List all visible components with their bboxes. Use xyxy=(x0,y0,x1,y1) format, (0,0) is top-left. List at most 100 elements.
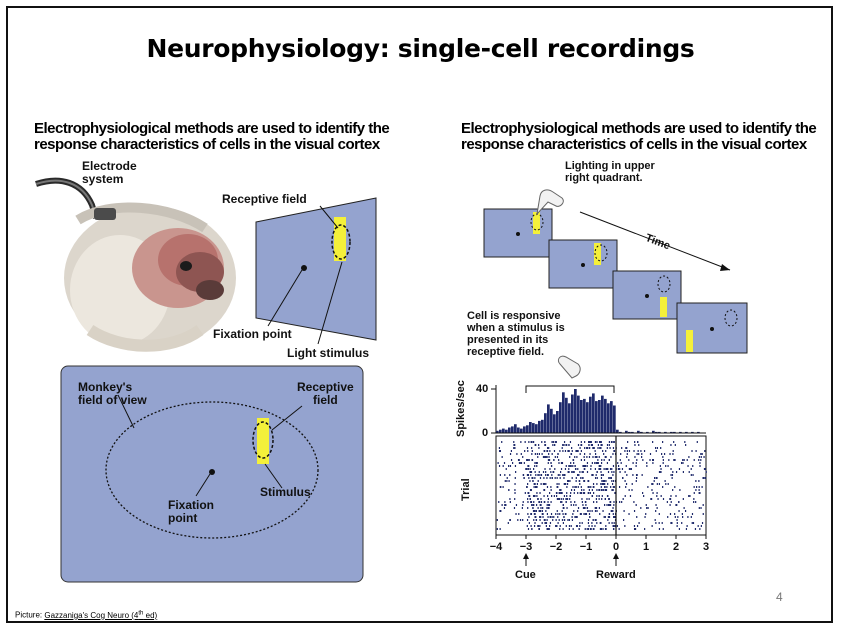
raster-spike xyxy=(607,504,610,506)
raster-spike xyxy=(538,528,540,530)
raster-spike xyxy=(670,522,672,524)
raster-spike xyxy=(533,510,535,512)
raster-spike xyxy=(612,510,614,512)
raster-spike xyxy=(594,519,596,521)
raster-spike xyxy=(527,468,529,470)
raster-spike xyxy=(496,528,498,530)
raster-spike xyxy=(588,489,590,491)
raster-spike xyxy=(504,501,506,503)
raster-spike xyxy=(509,453,512,455)
raster-spike xyxy=(606,444,609,446)
raster-spike xyxy=(683,507,685,509)
raster-spike xyxy=(582,492,584,494)
raster-spike xyxy=(651,498,653,500)
raster-spike xyxy=(619,468,621,470)
histogram-bars xyxy=(496,389,700,433)
raster-spike xyxy=(541,441,543,443)
raster-spike xyxy=(506,480,508,482)
raster-spike xyxy=(625,465,627,467)
raster-spike xyxy=(617,465,620,467)
cue-label: Cue xyxy=(515,569,536,581)
raster-spike xyxy=(616,525,618,527)
histogram-bar xyxy=(637,430,640,433)
raster-spike xyxy=(607,483,609,485)
raster-spike xyxy=(588,444,590,446)
raster-spike xyxy=(529,489,532,491)
raster-spike xyxy=(671,477,673,479)
raster-spike xyxy=(656,507,658,509)
right-figure-heading: Electrophysiological methods are used to… xyxy=(461,121,817,153)
raster-spike xyxy=(676,522,678,524)
raster-spike xyxy=(529,468,531,470)
responsive-line2: when a stimulus is xyxy=(467,322,565,334)
raster-spike xyxy=(627,441,629,443)
histogram-bar xyxy=(631,431,634,433)
raster-spike xyxy=(559,477,561,479)
raster-spike xyxy=(699,492,701,494)
raster-spike xyxy=(585,513,588,515)
big-receptive-field-circle xyxy=(252,421,274,459)
caption-link-sup: th xyxy=(138,610,144,616)
raster-spike xyxy=(573,510,575,512)
raster-spike xyxy=(635,462,637,464)
raster-spike xyxy=(602,474,604,476)
raster-spike xyxy=(645,513,647,515)
raster-spike xyxy=(619,471,621,473)
histogram-bar xyxy=(565,397,568,433)
raster-spike xyxy=(670,501,672,503)
big-fixation-line1: Fixation xyxy=(168,498,215,512)
raster-spike xyxy=(697,525,699,527)
raster-spike xyxy=(510,459,513,461)
raster-spike xyxy=(531,528,533,530)
raster-spike xyxy=(628,450,631,452)
receptive-field-pointer xyxy=(319,205,339,229)
raster-spike xyxy=(610,477,612,479)
raster-spike xyxy=(538,444,540,446)
raster-spike xyxy=(599,468,602,470)
raster-spike xyxy=(704,477,707,479)
raster-spike xyxy=(544,444,547,446)
raster-spike xyxy=(496,519,498,521)
raster-spike xyxy=(676,519,678,521)
raster-spike xyxy=(544,522,546,524)
raster-spike xyxy=(671,522,673,524)
raster-spike xyxy=(527,501,529,503)
raster-spike xyxy=(625,447,627,449)
raster-spike xyxy=(534,495,536,497)
raster-spike xyxy=(594,477,597,479)
raster-spike xyxy=(582,477,584,479)
raster-spike xyxy=(688,456,690,458)
raster-spike xyxy=(535,510,537,512)
raster-spike xyxy=(660,447,662,449)
raster-spike xyxy=(587,528,590,530)
raster-spike xyxy=(635,474,638,476)
raster-spike xyxy=(633,501,635,503)
raster-spike xyxy=(541,510,543,512)
raster-spike xyxy=(542,483,545,485)
raster-spike xyxy=(558,459,560,461)
raster-spike xyxy=(605,450,607,452)
raster-spike xyxy=(509,474,511,476)
raster-spike xyxy=(592,519,594,521)
raster-spike xyxy=(539,477,542,479)
raster-spike xyxy=(578,474,580,476)
raster-spike xyxy=(613,486,615,488)
raster-spike xyxy=(577,450,579,452)
raster-spike xyxy=(608,477,610,479)
raster-spike xyxy=(546,486,549,488)
raster-spike xyxy=(590,465,592,467)
raster-spike xyxy=(571,477,573,479)
raster-spike xyxy=(613,504,615,506)
histogram-bar xyxy=(691,431,694,433)
raster-spike xyxy=(583,492,586,494)
histogram-bar xyxy=(571,394,574,433)
caption-source-link[interactable]: Gazzaniga's Cog Neuro (4th ed) xyxy=(44,610,157,620)
raster-spike xyxy=(533,501,535,503)
raster-spike xyxy=(513,447,515,449)
raster-spike xyxy=(541,453,543,455)
raster-spike xyxy=(613,441,615,443)
raster-spike xyxy=(595,498,597,500)
raster-spike xyxy=(510,450,513,452)
raster-spike xyxy=(654,447,657,449)
